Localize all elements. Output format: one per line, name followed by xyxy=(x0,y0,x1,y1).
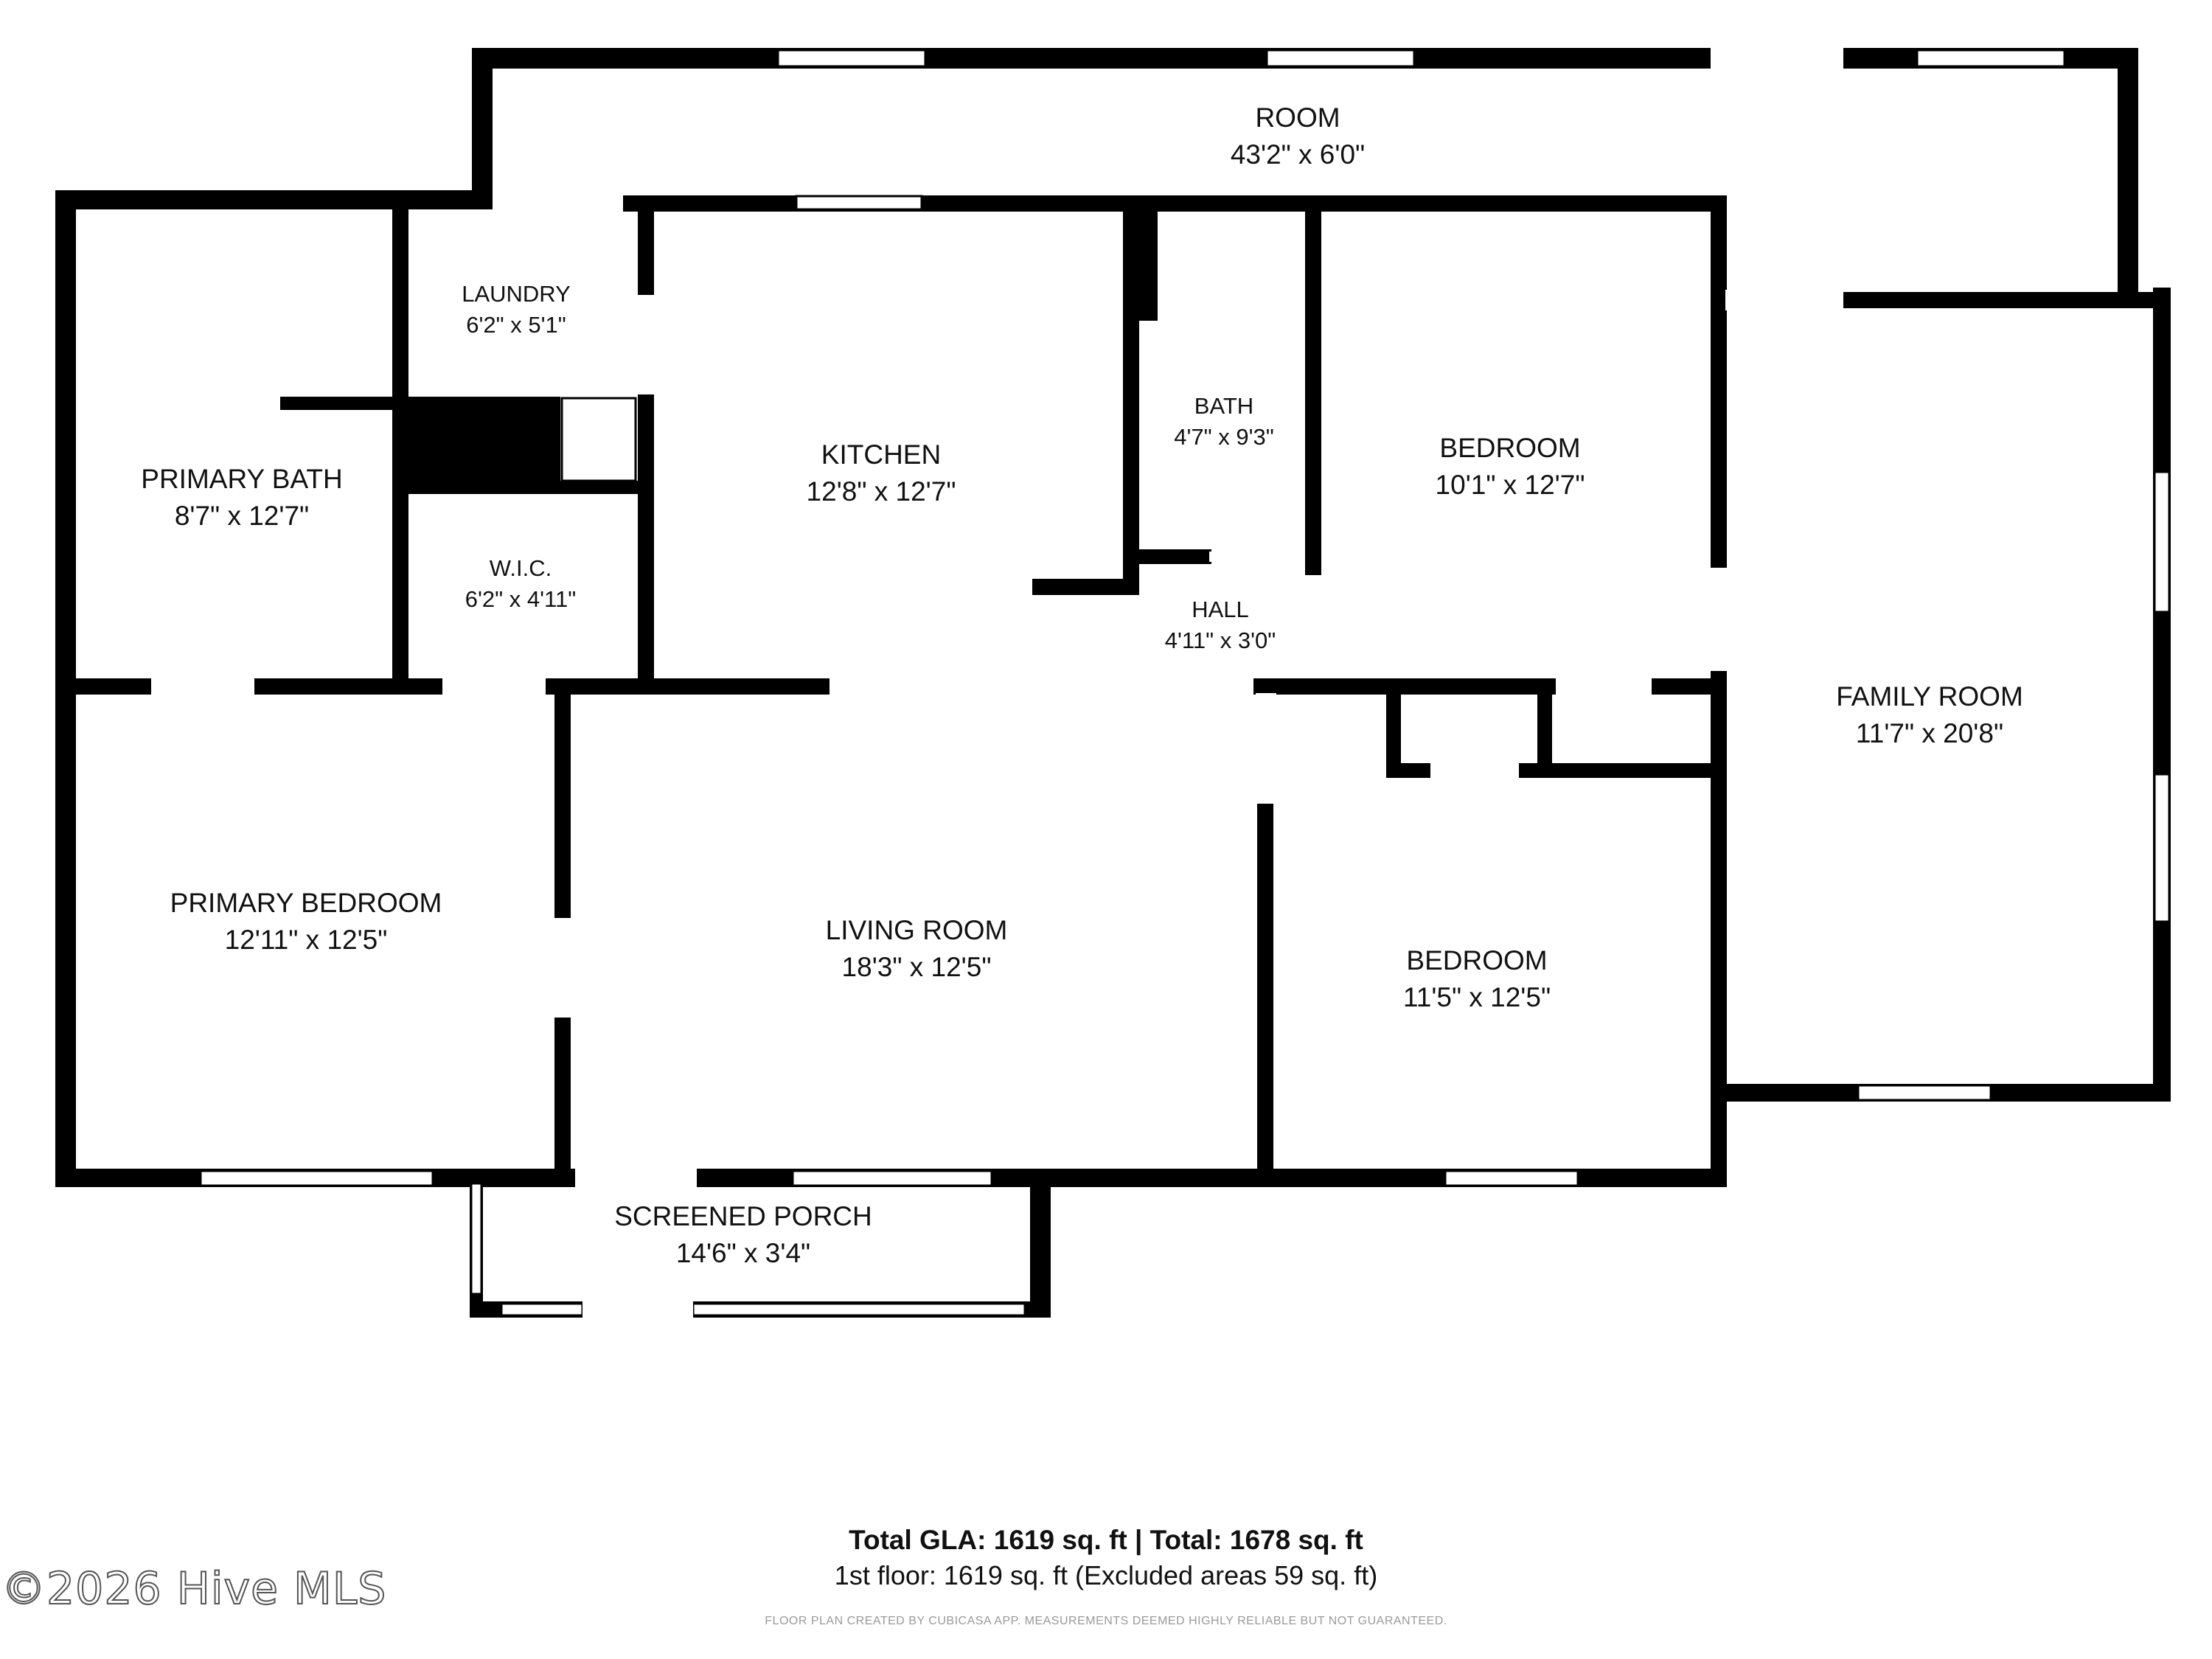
room-label-primary-bedroom: PRIMARY BEDROOM 12'11" x 12'5" xyxy=(170,885,442,959)
wall-pbath-right xyxy=(392,199,408,692)
doorway xyxy=(575,1167,697,1189)
room-label-primary-bath: PRIMARY BATH 8'7" x 12'7" xyxy=(141,461,342,535)
wall-bedroom2-right xyxy=(1711,682,1727,1187)
wall-porch-right xyxy=(1030,1176,1051,1316)
room-label-room: ROOM 43'2" x 6'0" xyxy=(1231,100,1365,173)
window xyxy=(692,1302,1026,1317)
window xyxy=(500,1302,584,1317)
room-dimensions: 6'2" x 5'1" xyxy=(466,312,566,338)
window xyxy=(1916,49,2066,68)
room-name: FAMILY ROOM xyxy=(1836,681,2023,712)
room-label-laundry: LAUNDRY 6'2" x 5'1" xyxy=(462,279,571,341)
room-name: SCREENED PORCH xyxy=(614,1201,872,1232)
room-dimensions: 6'2" x 4'11" xyxy=(465,586,577,612)
doorway xyxy=(636,295,655,394)
doorway xyxy=(1304,575,1324,675)
wall-living-right xyxy=(1257,804,1273,1187)
wall-kitchen-stub xyxy=(1032,579,1139,595)
wall-upper-left xyxy=(55,190,493,209)
room-dimensions: 18'3" x 12'5" xyxy=(841,952,992,982)
room-dimensions: 4'11" x 3'0" xyxy=(1164,627,1276,653)
total-area: Total GLA: 1619 sq. ft | Total: 1678 sq.… xyxy=(849,1525,1363,1555)
room-label-kitchen: KITCHEN 12'8" x 12'7" xyxy=(807,437,956,510)
wall-hall-top xyxy=(1123,549,1211,564)
room-dimensions: 10'1" x 12'7" xyxy=(1435,470,1585,500)
room-label-screened-porch: SCREENED PORCH 14'6" x 3'4" xyxy=(614,1198,872,1272)
room-label-bedroom-2: BEDROOM 11'5" x 12'5" xyxy=(1403,942,1551,1016)
window xyxy=(1444,1169,1579,1187)
disclaimer: FLOOR PLAN CREATED BY CUBICASA APP. MEAS… xyxy=(765,1615,1447,1627)
room-label-bedroom-1: BEDROOM 10'1" x 12'7" xyxy=(1436,430,1585,504)
room-name: W.I.C. xyxy=(489,555,552,582)
wall-room-bottom xyxy=(623,195,1720,212)
room-label-bath: BATH 4'7" x 9'3" xyxy=(1174,391,1274,453)
wall-wic-top xyxy=(402,481,645,494)
doorway xyxy=(830,677,1253,698)
floor-area: 1st floor: 1619 sq. ft (Excluded areas 5… xyxy=(834,1560,1378,1590)
doorway xyxy=(1209,552,1305,562)
room-name: BEDROOM xyxy=(1406,945,1548,976)
wall-closet-left xyxy=(1386,686,1401,778)
room-name: BEDROOM xyxy=(1439,433,1581,464)
windows xyxy=(199,49,2171,1317)
wall-room-left xyxy=(472,48,493,206)
window xyxy=(776,49,927,68)
wall-bedroom-right xyxy=(1711,195,1727,682)
window xyxy=(1265,49,1416,68)
room-dimensions: 14'6" x 3'4" xyxy=(675,1238,811,1268)
room-dimensions: 43'2" x 6'0" xyxy=(1230,139,1366,170)
window xyxy=(2153,773,2171,923)
window xyxy=(795,195,923,211)
doorways xyxy=(151,44,1843,1319)
room-name: PRIMARY BATH xyxy=(141,464,343,495)
room-label-hall: HALL 4'11" x 3'0" xyxy=(1165,594,1276,656)
room-name: LIVING ROOM xyxy=(825,915,1008,946)
wall-laundry-right xyxy=(638,199,654,692)
doorway xyxy=(1256,693,1276,804)
wall-pbath-stub xyxy=(280,397,406,410)
doorway xyxy=(1725,290,1843,310)
wall-family-right xyxy=(2153,288,2171,1101)
window xyxy=(1857,1084,1992,1102)
doorway xyxy=(1430,762,1519,781)
room-dimensions: 11'5" x 12'5" xyxy=(1402,982,1551,1012)
doorway xyxy=(151,677,254,698)
window xyxy=(199,1169,434,1187)
wall-closet-mid xyxy=(1537,686,1552,778)
watermark: ©2026 Hive MLS xyxy=(1,1562,387,1615)
wall-bath-right xyxy=(1305,199,1321,675)
doorway xyxy=(1709,568,1730,671)
room-dimensions: 4'7" x 9'3" xyxy=(1174,424,1274,450)
doorway xyxy=(582,1300,693,1319)
window xyxy=(791,1169,993,1187)
room-name: ROOM xyxy=(1255,102,1340,133)
room-dimensions: 12'8" x 12'7" xyxy=(806,476,956,507)
doorway xyxy=(553,918,574,1018)
window xyxy=(470,1182,483,1295)
room-dimensions: 8'7" x 12'7" xyxy=(174,501,310,531)
room-name: LAUNDRY xyxy=(462,281,571,307)
doorway xyxy=(509,193,619,214)
room-dimensions: 12'11" x 12'5" xyxy=(224,925,388,955)
doorway xyxy=(1711,44,1843,71)
doorway xyxy=(1556,677,1652,698)
closet-box xyxy=(560,397,637,482)
room-name: PRIMARY BEDROOM xyxy=(170,888,442,919)
wall-bath-pillar xyxy=(1124,206,1158,321)
chimney xyxy=(402,397,560,493)
room-name: KITCHEN xyxy=(821,439,942,470)
room-dimensions: 11'7" x 20'8" xyxy=(1855,718,2004,748)
room-label-living-room: LIVING ROOM 18'3" x 12'5" xyxy=(826,912,1008,986)
room-label-family-room: FAMILY ROOM 11'7" x 20'8" xyxy=(1836,678,2023,752)
window xyxy=(2153,470,2171,613)
room-name: HALL xyxy=(1192,597,1249,623)
room-name: BATH xyxy=(1194,393,1254,420)
wall-room-right xyxy=(2118,48,2138,299)
doorway xyxy=(442,677,546,698)
room-label-wic: W.I.C. 6'2" x 4'11" xyxy=(465,553,576,615)
